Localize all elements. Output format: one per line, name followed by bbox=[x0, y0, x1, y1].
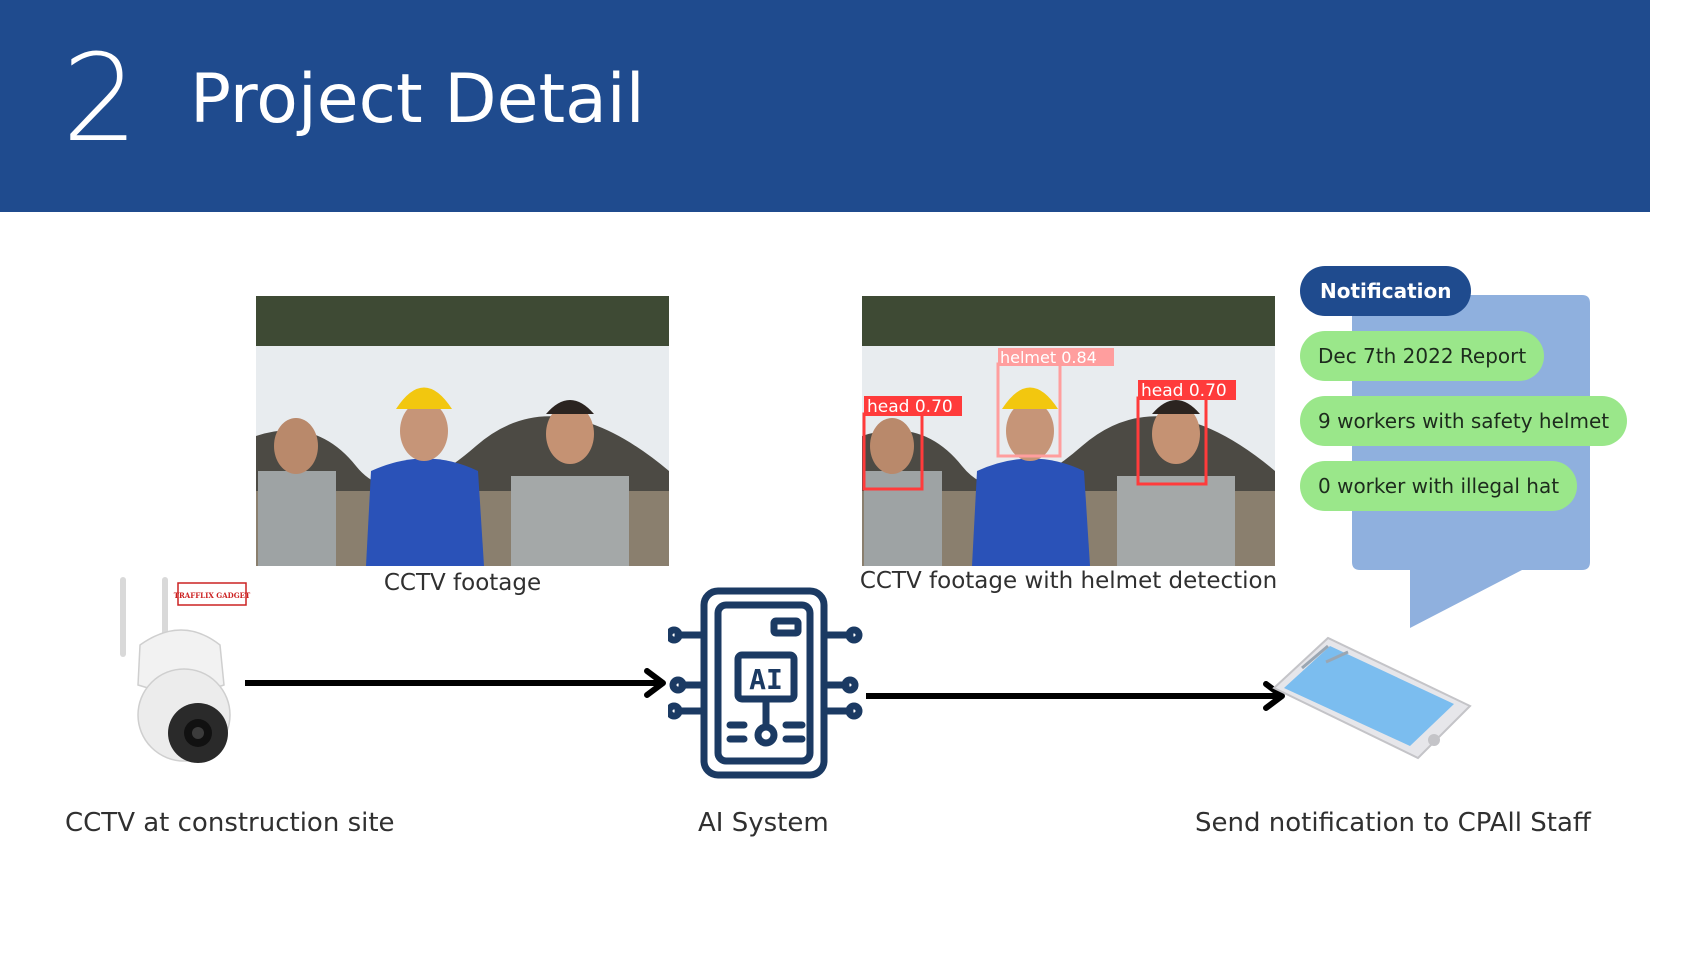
notification-item: 9 workers with safety helmet bbox=[1300, 396, 1628, 446]
camera-stage-label: CCTV at construction site bbox=[65, 808, 395, 838]
helmet-detection-tag bbox=[998, 348, 1114, 366]
slide-number: 2 bbox=[62, 30, 139, 169]
helmet-detection-label: helmet 0.84 bbox=[1000, 348, 1097, 367]
smartphone-icon bbox=[1272, 636, 1472, 760]
phone-stage-label: Send notification to CPAll Staff bbox=[1195, 808, 1591, 838]
head-detection-label-left: head 0.70 bbox=[867, 397, 953, 417]
helmet-detection-caption: CCTV footage with helmet detection bbox=[859, 568, 1278, 594]
cctv-footage-caption: CCTV footage bbox=[383, 570, 542, 596]
helmet-detection-image: head 0.70 helmet 0.84 head 0.70 bbox=[862, 296, 1275, 566]
slide-title: Project Detail bbox=[190, 60, 645, 139]
cctv-footage-image bbox=[256, 296, 669, 566]
camera-brand-label: TRAFFLIX GADGET bbox=[174, 591, 251, 600]
head-detection-tag-left bbox=[864, 396, 962, 416]
slide-header: 2 Project Detail bbox=[0, 0, 1650, 212]
notification-item: Dec 7th 2022 Report bbox=[1300, 331, 1545, 381]
ai-stage-label: AI System bbox=[698, 808, 829, 838]
arrow-right-icon bbox=[245, 668, 666, 698]
notification-item: 0 worker with illegal hat bbox=[1300, 461, 1578, 511]
notification-header: Notification bbox=[1300, 266, 1472, 316]
head-detection-tag-right bbox=[1138, 380, 1236, 400]
arrow-right-icon bbox=[866, 681, 1285, 711]
ai-chip-icon: AI bbox=[668, 587, 863, 779]
head-detection-label-right: head 0.70 bbox=[1141, 381, 1227, 401]
cctv-camera-icon: TRAFFLIX GADGET bbox=[120, 577, 251, 763]
ai-chip-text: AI bbox=[749, 663, 783, 696]
